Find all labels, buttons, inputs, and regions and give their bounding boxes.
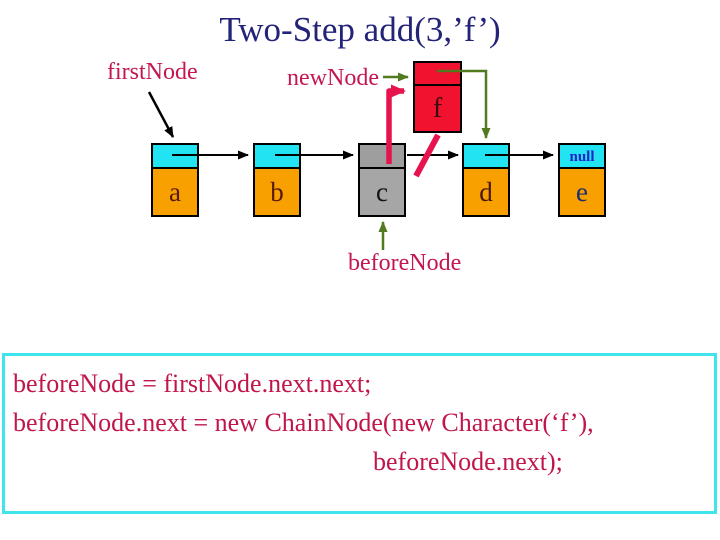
new-node-f: f <box>413 61 462 133</box>
new-node-label: newNode <box>287 65 379 91</box>
new-node-f-data-field: f <box>415 86 460 131</box>
chain-node-d: d <box>462 143 510 217</box>
code-line-3: beforeNode.next); <box>373 447 563 476</box>
chain-node-b: b <box>253 143 301 217</box>
chain-node-b-pointer-field <box>255 145 299 169</box>
broken-link-slash <box>413 133 441 178</box>
chain-node-d-data-field: d <box>464 169 508 215</box>
chain-node-a: a <box>151 143 199 217</box>
chain-node-e-pointer-field: null <box>560 145 604 169</box>
chain-node-c-data-field: c <box>360 169 404 215</box>
new-node-f-pointer-field <box>415 63 460 86</box>
first-node-arrow <box>147 91 175 138</box>
code-box: beforeNode = firstNode.next.next; before… <box>2 353 717 514</box>
first-node-label: firstNode <box>107 59 198 85</box>
code-line-1: beforeNode = firstNode.next.next; <box>13 369 372 398</box>
chain-node-e: null e <box>558 143 606 217</box>
before-node-label: beforeNode <box>348 250 462 276</box>
chain-node-e-data-field: e <box>560 169 604 215</box>
chain-node-c: c <box>358 143 406 217</box>
slide-title: Two-Step add(3,’f’) <box>219 10 501 49</box>
chain-node-c-pointer-field <box>360 145 404 169</box>
chain-node-a-pointer-field <box>153 145 197 169</box>
chain-node-b-data-field: b <box>255 169 299 215</box>
code-line-2: beforeNode.next = new ChainNode(new Char… <box>13 408 594 437</box>
null-pointer-value: null <box>569 149 595 165</box>
chain-node-d-pointer-field <box>464 145 508 169</box>
chain-node-a-data-field: a <box>153 169 197 215</box>
